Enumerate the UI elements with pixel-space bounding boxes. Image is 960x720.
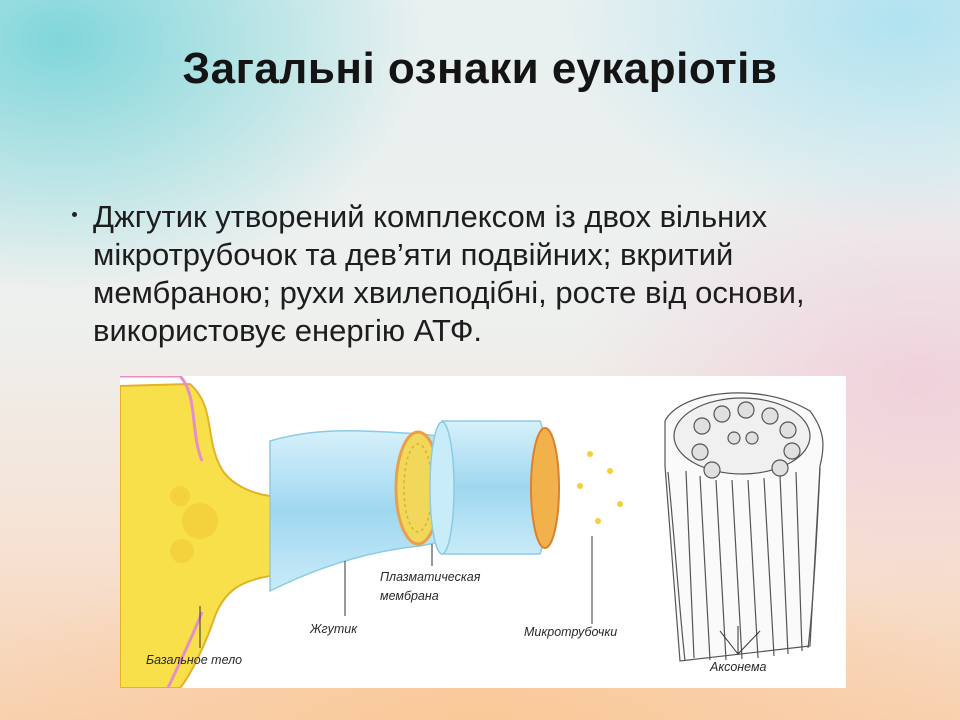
axoneme-drawing: [664, 392, 824, 662]
label-membrane-line1: Плазматическая: [380, 570, 481, 584]
bullet-text: Джгутик утворений комплексом із двох віл…: [93, 199, 805, 348]
label-basal-body: Базальное тело: [146, 653, 242, 667]
label-membrane-line2: мембрана: [380, 589, 439, 603]
flagellum-diagram: Базальное тело Жгутик Плазматическая мем…: [120, 376, 846, 688]
basal-body-shape: [120, 376, 299, 688]
microtubule-bundle: [530, 427, 653, 549]
bullet-dot-icon: [72, 212, 77, 217]
label-flagellum: Жгутик: [309, 622, 358, 636]
label-axoneme: Аксонема: [709, 660, 767, 674]
label-microtubules: Микротрубочки: [524, 625, 617, 639]
slide-title: Загальні ознаки еукаріотів: [182, 44, 778, 93]
flagellum-segment: [429, 420, 549, 555]
label-leaders: [199, 536, 761, 655]
bullet-item: Джгутик утворений комплексом із двох віл…: [72, 198, 892, 350]
